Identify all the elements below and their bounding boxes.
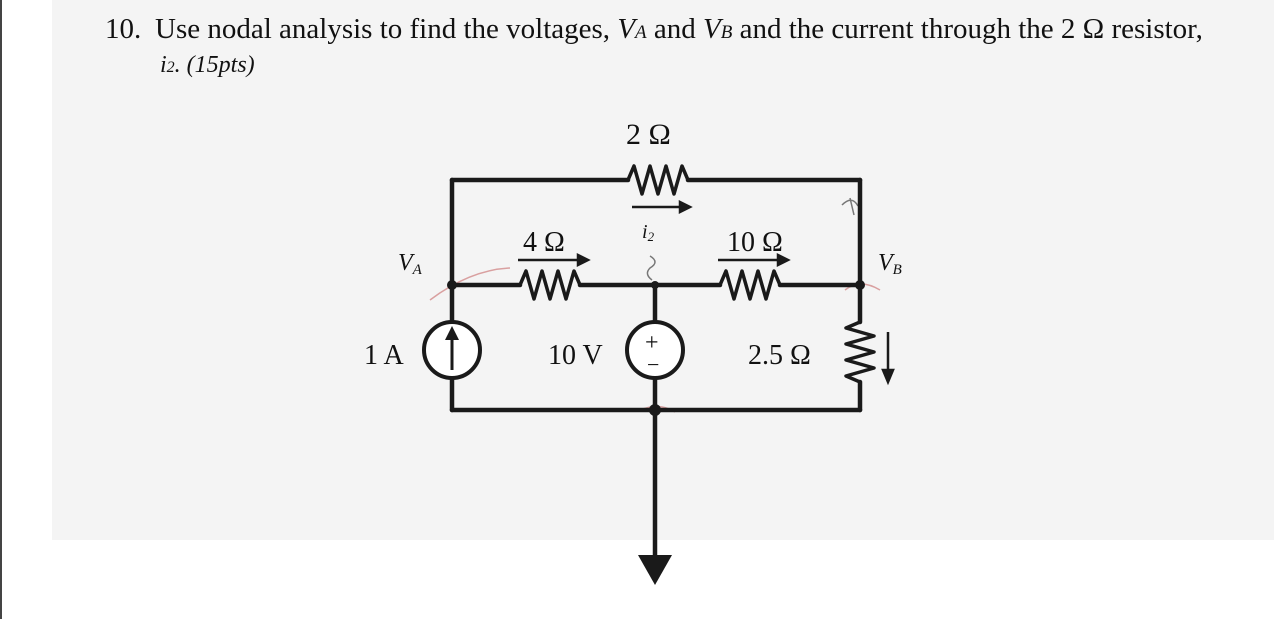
problem-statement: 10. Use nodal analysis to find the voltag… [105,12,1203,50]
current-source-1a [422,320,482,380]
ground-symbol [638,555,672,585]
resistor-10-ohm [718,269,782,301]
red-annotation-left [429,267,511,301]
label-node-b: VB [878,250,902,278]
resistor-4-ohm [518,269,582,301]
label-10-ohm: 10 Ω [727,227,783,258]
va-symbol: VA [617,13,647,45]
current-arrows [518,199,895,386]
node-b-dot [855,280,865,290]
problem-points-line: i2. (15pts) [160,52,255,79]
label-plus-sign: + [645,330,659,356]
label-2-ohm: 2 Ω [626,118,671,151]
label-1a: 1 A [364,340,404,371]
i2-symbol: i2 [160,52,175,78]
pencil-mark-top-right [841,197,859,216]
window-left-edge [0,0,2,619]
problem-text-part-1: Use nodal analysis to find the voltages, [155,13,618,45]
node-a-dot [447,280,457,290]
wires [449,177,863,558]
problem-text-part-3: and the current through the 2 Ω resistor… [732,13,1203,45]
pencil-mark-i2-curl [646,255,656,281]
problem-number: 10. [105,13,142,45]
label-current-i2: i2 [642,221,655,244]
node-bottom-dot [649,404,661,416]
points-text: . (15pts) [174,52,255,78]
label-node-a: VA [398,250,423,278]
problem-text-part-2: and [646,13,704,45]
junction-dots [447,280,865,416]
scanned-paper-background [52,0,1274,540]
voltage-source-10v [625,320,685,380]
label-10v: 10 V [548,340,603,371]
labels: 2 Ω 4 Ω 10 Ω 2.5 Ω 1 A 10 V + − VA VB i2 [364,118,902,377]
label-minus-sign: − [647,352,659,377]
resistor-2-ohm [626,164,690,196]
label-4-ohm: 4 Ω [523,227,565,258]
node-center-dot [651,281,659,289]
label-2p5-ohm: 2.5 Ω [748,340,811,371]
resistor-2p5-ohm [844,320,876,384]
vb-symbol: VB [703,13,733,45]
resistors [518,164,876,384]
